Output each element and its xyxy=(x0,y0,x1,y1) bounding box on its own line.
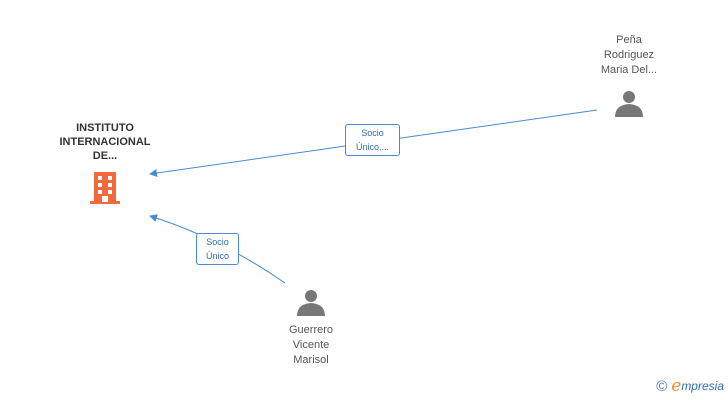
edge-label-line: Socio xyxy=(206,237,229,247)
brand-logo-e: e xyxy=(671,376,682,396)
edge-label-top[interactable]: Socio Único,... xyxy=(345,124,400,156)
copyright-symbol: © xyxy=(656,377,668,395)
edge-label-line: Único xyxy=(205,251,229,261)
person-label-line: Rodriguez xyxy=(603,49,655,61)
company-label-line: DE... xyxy=(92,150,118,162)
brand-logo-text: mpresia xyxy=(681,379,724,393)
building-icon[interactable] xyxy=(90,172,120,204)
edge-label-line: Único,... xyxy=(355,142,389,152)
brand-footer: © e mpresia xyxy=(656,376,724,396)
person-label-line: Peña xyxy=(616,34,642,46)
edge-label-line: Socio xyxy=(361,128,384,138)
company-label-line: INTERNACIONAL xyxy=(59,136,151,148)
person-label-line: Vicente xyxy=(292,339,330,351)
edge-label-bottom[interactable]: Socio Único xyxy=(196,233,239,265)
person-bottom-label[interactable]: Guerrero Vicente Marisol xyxy=(261,323,361,368)
person-label-line: Guerrero xyxy=(288,324,334,336)
person-icon-bottom[interactable] xyxy=(297,290,325,316)
person-top-label[interactable]: Peña Rodriguez Maria Del... xyxy=(579,33,679,78)
company-node-label[interactable]: INSTITUTO INTERNACIONAL DE... xyxy=(40,121,170,163)
company-label-line: INSTITUTO xyxy=(76,122,134,134)
person-icon-top[interactable] xyxy=(615,91,643,117)
person-label-line: Marisol xyxy=(293,354,329,366)
person-label-line: Maria Del... xyxy=(600,64,658,76)
